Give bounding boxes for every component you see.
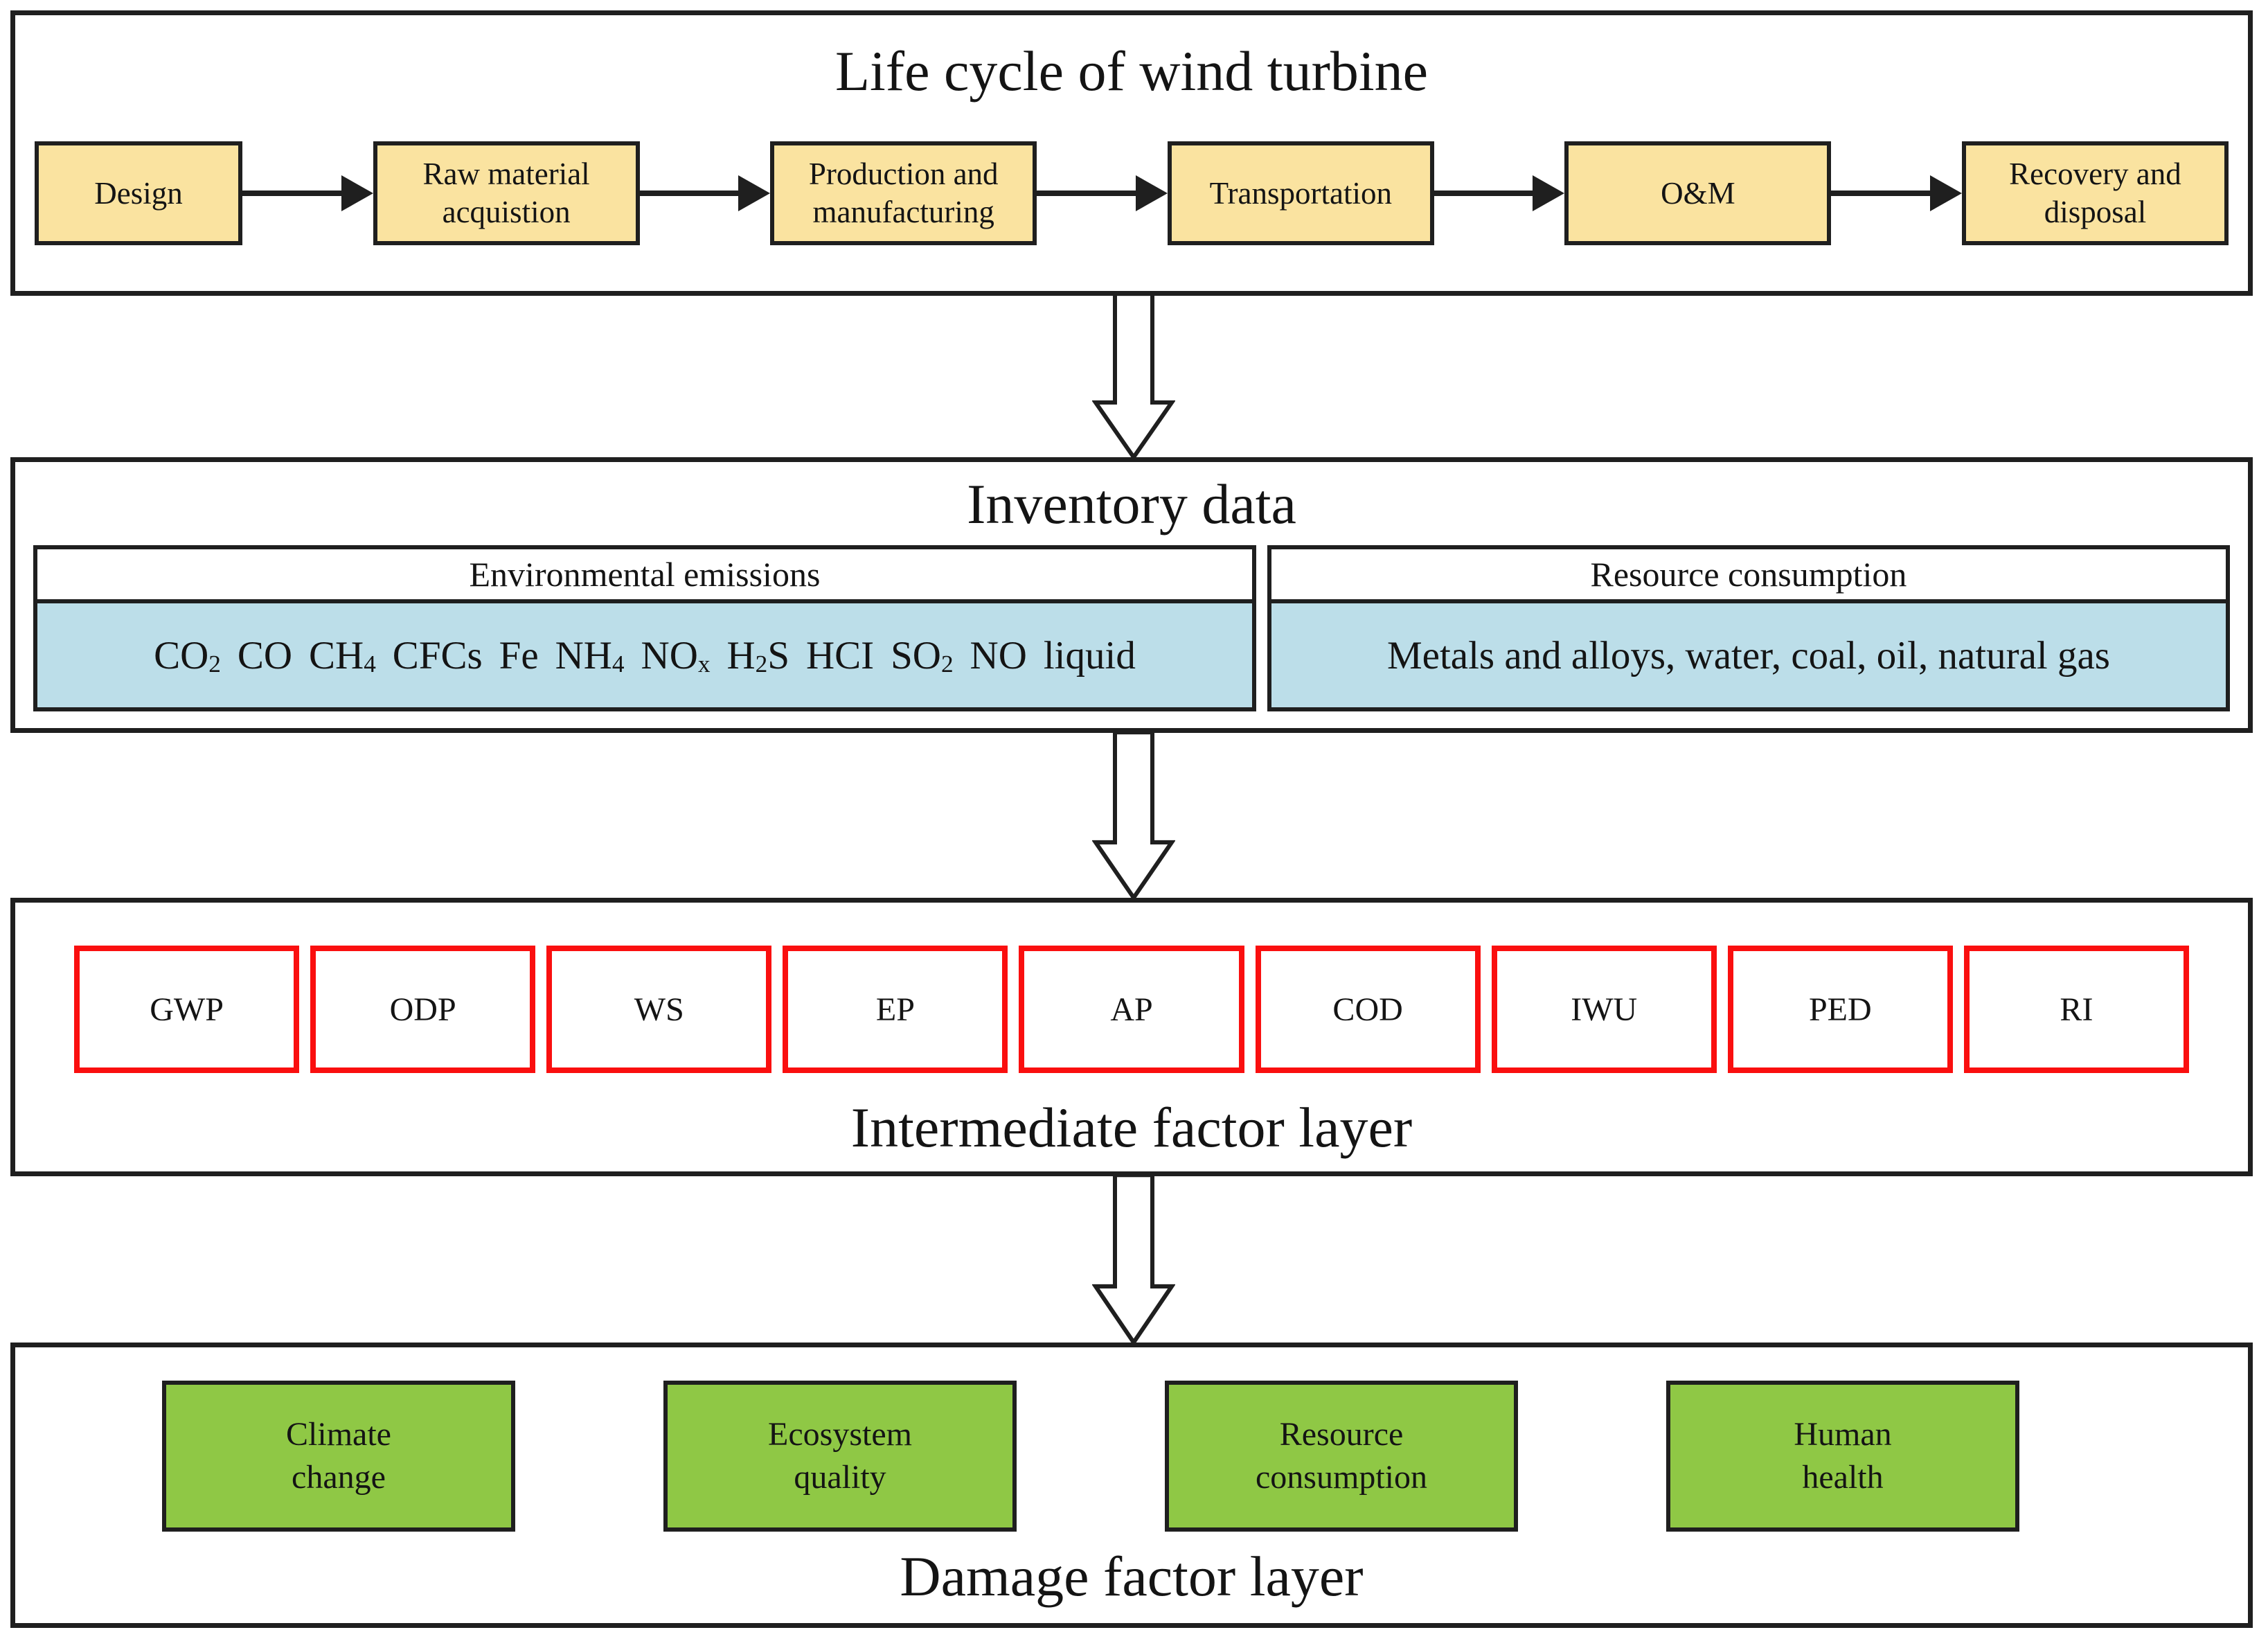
emission-token: SO2 (891, 633, 954, 678)
intermediate-factor-title: Intermediate factor layer (850, 1096, 1413, 1159)
lifecycle-title: Life cycle of wind turbine (834, 39, 1429, 103)
arrow-line (1831, 191, 1930, 197)
inventory-tables-row: Environmental emissions CO2 CO CH4 CFCs Fe NH… (33, 545, 2230, 712)
factor-ep: EP (783, 946, 1008, 1073)
arrow-right-icon (1135, 175, 1168, 212)
factor-ws: WS (546, 946, 772, 1073)
arrow-line (1037, 191, 1136, 197)
stage-transportation: Transportation (1167, 141, 1434, 246)
stage-raw-material-acquisition: Raw material acquistion (373, 141, 640, 246)
down-block-arrow-icon (1092, 730, 1175, 901)
down-block-arrow-icon (1092, 1173, 1175, 1345)
damage-categories-row: Climate change Ecosystem quality Resourc… (162, 1381, 2019, 1532)
damage-factor-title: Damage factor layer (900, 1545, 1364, 1608)
factor-ped: PED (1727, 946, 1953, 1073)
resource-consumption-table: Resource consumption Metals and alloys, … (1267, 545, 2230, 712)
lifecycle-stages-row: Design Raw material acquistion Productio… (35, 141, 2229, 246)
environmental-emissions-content: CO2 CO CH4 CFCs Fe NH4 NOx H2S HCI SO2 NO liquid (37, 603, 1252, 708)
stage-connector (639, 175, 771, 212)
resource-consumption-content: Metals and alloys, water, coal, oil, nat… (1271, 603, 2226, 708)
stage-recovery-disposal: Recovery and disposal (1961, 141, 2229, 246)
intermediate-factors-row: GWP ODP WS EP AP COD IWU PED RI (74, 946, 2189, 1073)
emission-token: Fe (499, 633, 539, 677)
damage-climate-change: Climate change (162, 1381, 515, 1532)
emission-token: NH4 (555, 633, 625, 678)
stage-design: Design (35, 141, 242, 246)
factor-gwp: GWP (74, 946, 300, 1073)
factor-odp: ODP (310, 946, 536, 1073)
emission-token: NOx (641, 633, 711, 678)
lifecycle-section: Life cycle of wind turbine Design Raw ma… (10, 10, 2253, 296)
emission-token: CFCs (392, 633, 483, 677)
environmental-emissions-table: Environmental emissions CO2 CO CH4 CFCs Fe NH… (33, 545, 1256, 712)
down-block-arrow-icon (1092, 292, 1175, 460)
inventory-title: Inventory data (967, 472, 1296, 535)
factor-iwu: IWU (1491, 946, 1717, 1073)
arrow-line (1434, 191, 1533, 197)
factor-ri: RI (1963, 946, 2189, 1073)
stage-connector (242, 175, 373, 212)
stage-connector (1037, 175, 1168, 212)
emission-token: CO2 (154, 633, 221, 678)
damage-factor-section: Climate change Ecosystem quality Resourc… (10, 1343, 2253, 1628)
emission-token: CH4 (309, 633, 376, 678)
stage-production-manufacturing: Production and manufacturing (770, 141, 1037, 246)
arrow-right-icon (1533, 175, 1565, 212)
emission-token: H2S (726, 633, 790, 678)
intermediate-factor-section: GWP ODP WS EP AP COD IWU PED RI Intermed… (10, 898, 2253, 1176)
inventory-section: Inventory data Environmental emissions C… (10, 457, 2253, 733)
emission-token: CO (237, 633, 293, 677)
arrow-right-icon (1929, 175, 1962, 212)
arrow-line (639, 191, 739, 197)
factor-ap: AP (1019, 946, 1244, 1073)
stage-o-and-m: O&M (1564, 141, 1832, 246)
arrow-right-icon (738, 175, 771, 212)
arrow-line (242, 191, 341, 197)
factor-cod: COD (1255, 946, 1481, 1073)
environmental-emissions-header: Environmental emissions (37, 549, 1252, 604)
damage-ecosystem-quality: Ecosystem quality (663, 1381, 1017, 1532)
stage-connector (1434, 175, 1565, 212)
stage-connector (1831, 175, 1962, 212)
emission-token: NO (970, 633, 1027, 677)
emission-token: HCI (805, 633, 875, 677)
damage-human-health: Human health (1666, 1381, 2019, 1532)
emission-token: liquid (1043, 633, 1136, 677)
damage-resource-consumption: Resource consumption (1165, 1381, 1518, 1532)
resource-consumption-header: Resource consumption (1271, 549, 2226, 604)
arrow-right-icon (341, 175, 373, 212)
